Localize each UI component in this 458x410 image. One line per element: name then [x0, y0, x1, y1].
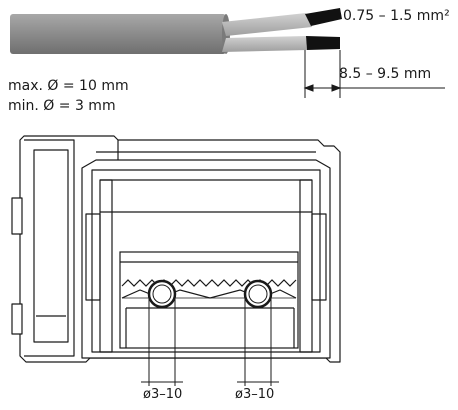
cable-illustration [10, 8, 342, 54]
strip-length-dimension [303, 50, 445, 98]
lower-conductor [306, 36, 340, 50]
strip-length-label: 8.5 – 9.5 mm [339, 66, 432, 82]
cable-sheath [10, 14, 226, 54]
entry-2-diameter-label: ø3–10 [235, 387, 275, 402]
wire-cross-section-label: 0.75 – 1.5 mm² [343, 8, 450, 24]
cable-entry-1 [147, 279, 177, 309]
upper-conductor [305, 8, 342, 26]
cable-entry-2 [243, 279, 273, 309]
entry-diameter-dimensions [141, 290, 279, 386]
entry-1-diameter-label: ø3–10 [143, 387, 183, 402]
lower-wire-insulation [222, 36, 307, 52]
upper-wire-insulation [222, 13, 312, 36]
min-diameter-label: min. Ø = 3 mm [8, 98, 116, 114]
max-diameter-label: max. Ø = 10 mm [8, 78, 129, 94]
